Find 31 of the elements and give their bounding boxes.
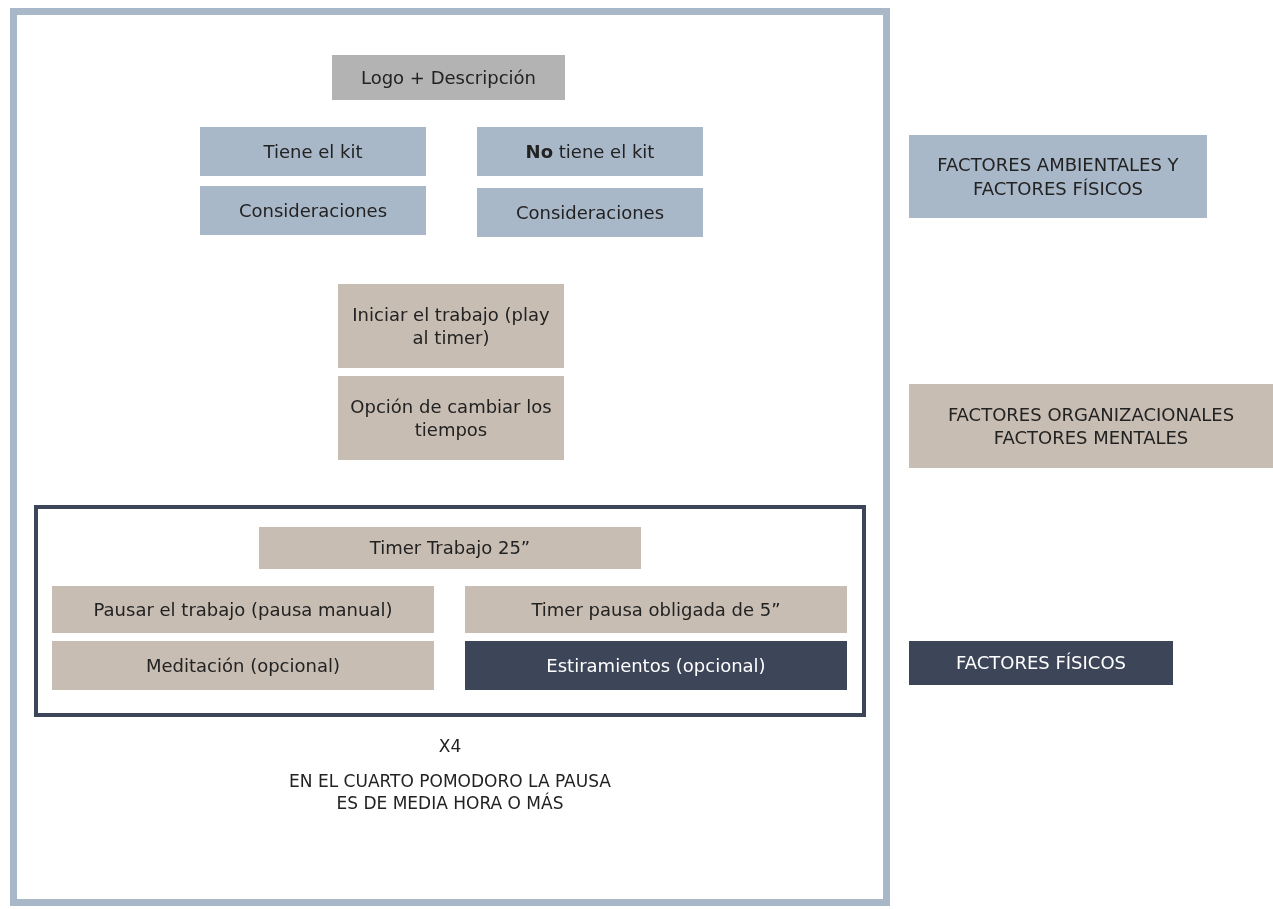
process-box xyxy=(52,586,434,633)
box-label: Pausar el trabajo (pausa manual) xyxy=(93,597,393,622)
box-label: Timer Trabajo 25” xyxy=(369,536,531,560)
box-label: Timer pausa obligada de 5” xyxy=(531,597,781,622)
note: EN EL CUARTO POMODORO LA PAUSA ES DE MEDIA HORA O MÁS xyxy=(289,771,611,814)
process-box xyxy=(52,641,434,690)
process-box xyxy=(200,127,426,176)
process-box xyxy=(477,127,703,176)
box-label: Opción de cambiar los tiempos xyxy=(349,394,553,442)
legend-label: FACTORES AMBIENTALES Y FACTORES FÍSICOS xyxy=(936,153,1180,200)
process-box xyxy=(477,188,703,237)
frame xyxy=(10,8,890,906)
repeat-count: X4 xyxy=(438,736,462,756)
box-label: Consideraciones xyxy=(515,200,665,225)
legend-label: FACTORES ORGANIZACIONALES FACTORES MENTALES xyxy=(946,402,1236,450)
process-box xyxy=(200,186,426,235)
box-label: Logo + Descripción xyxy=(360,65,536,90)
process-box xyxy=(259,527,641,569)
box-label: Iniciar el trabajo (play al timer) xyxy=(351,302,551,350)
process-box xyxy=(338,284,564,368)
box-label: Estiramientos (opcional) xyxy=(546,653,766,678)
process-box xyxy=(465,586,847,633)
box-label: Consideraciones xyxy=(238,198,388,223)
loop-frame xyxy=(34,505,866,717)
process-box xyxy=(332,55,565,100)
box-label: Meditación (opcional) xyxy=(146,653,340,678)
process-box xyxy=(465,641,847,690)
box-label: No tiene el kit xyxy=(525,139,655,164)
process-box xyxy=(338,376,564,460)
legend-label: FACTORES FÍSICOS xyxy=(956,651,1126,675)
box-label: Tiene el kit xyxy=(263,139,363,164)
